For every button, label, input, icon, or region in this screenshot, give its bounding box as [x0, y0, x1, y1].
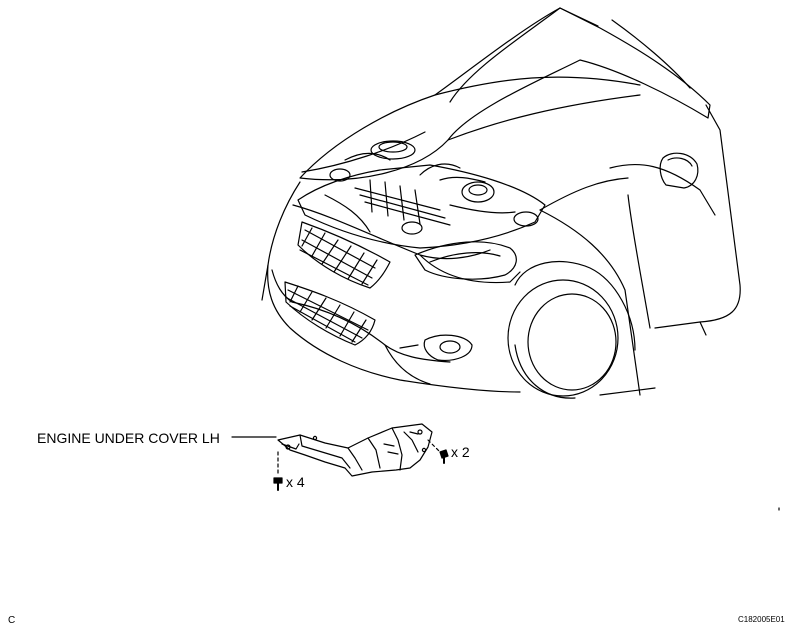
car-body — [540, 105, 740, 395]
upper-grille — [298, 222, 390, 288]
front-bumper — [262, 182, 520, 392]
front-wheel — [508, 262, 635, 399]
bolt-guide-upper — [428, 440, 440, 452]
part-name-label: ENGINE UNDER COVER LH — [37, 430, 220, 446]
fog-lamp — [400, 335, 472, 360]
lower-grille — [285, 282, 375, 345]
engine-bay — [298, 141, 545, 248]
engine-under-cover-lh-part — [278, 424, 432, 476]
hood — [300, 8, 710, 180]
bolt-icon-lower — [274, 478, 282, 490]
bolt-quantity-lower: x 4 — [286, 474, 305, 490]
windshield-edge — [450, 8, 598, 102]
bolt-icon-upper — [440, 450, 448, 463]
headlamp — [415, 242, 516, 279]
figure-id-label: C182005E01 — [738, 615, 785, 624]
corner-code-label: C — [8, 615, 16, 626]
car-illustration — [262, 8, 740, 398]
bolt-quantity-upper: x 2 — [451, 444, 470, 460]
side-mirror — [660, 153, 698, 188]
